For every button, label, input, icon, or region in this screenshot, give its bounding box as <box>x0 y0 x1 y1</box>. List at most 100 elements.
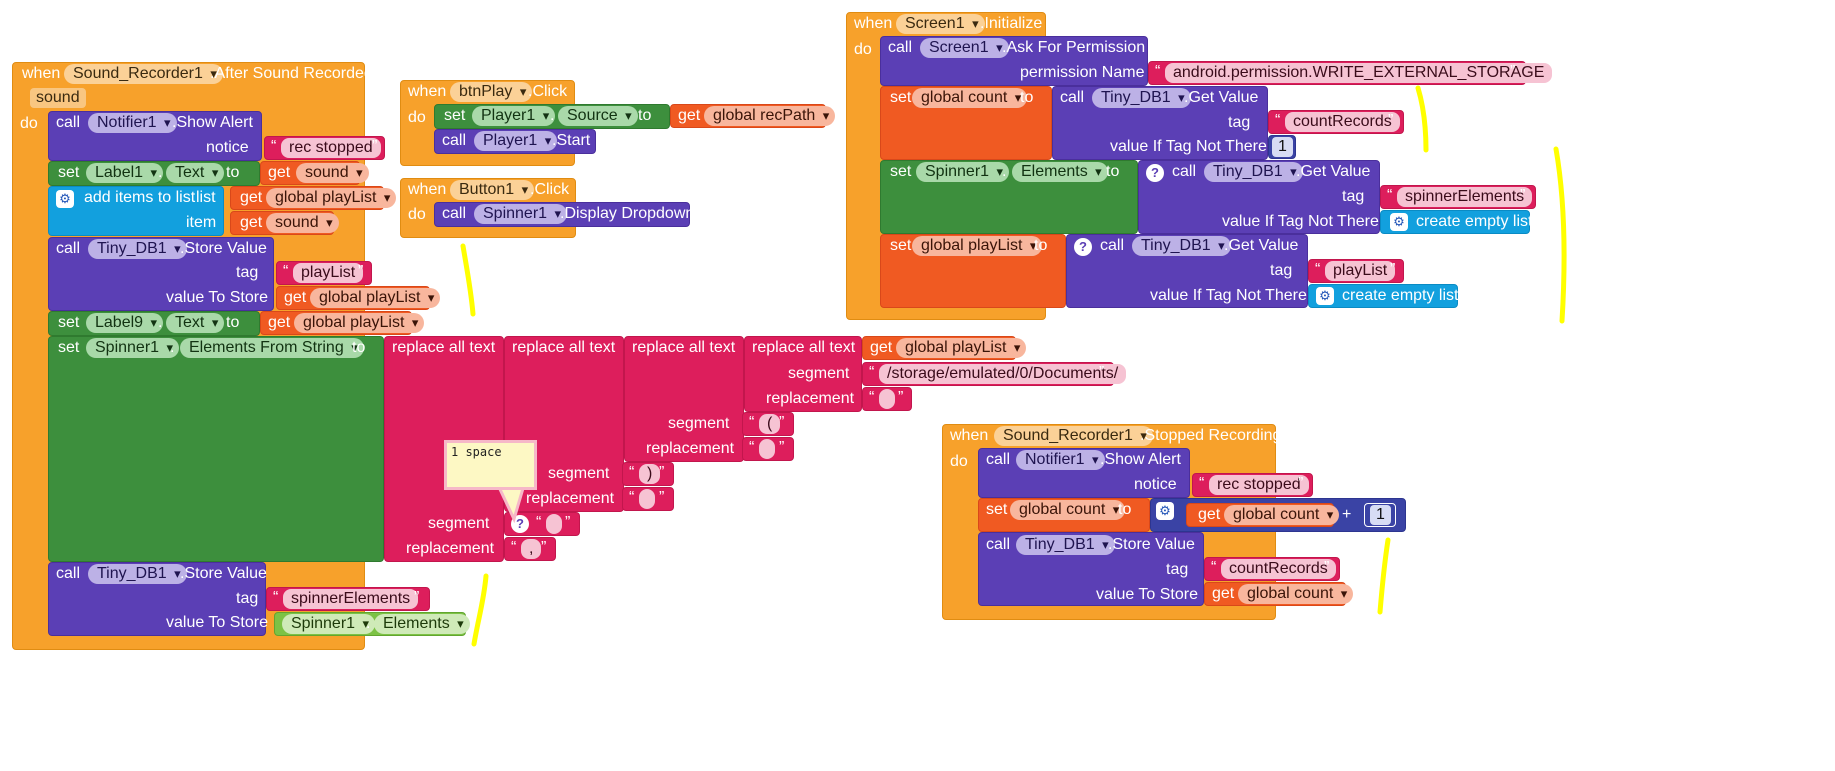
set-keyword: set <box>986 501 1008 518</box>
tinydb-dropdown[interactable]: Tiny_DB1 <box>1092 88 1191 108</box>
text-empty[interactable] <box>546 514 562 534</box>
gear-icon[interactable]: ⚙ <box>56 190 74 208</box>
do-keyword: do <box>854 41 872 58</box>
variable-dropdown[interactable]: global count <box>1238 584 1354 604</box>
text-empty[interactable] <box>759 439 775 459</box>
variable-dropdown[interactable]: global count <box>1224 505 1340 525</box>
comment-question-icon[interactable]: ? <box>1074 238 1092 256</box>
component-dropdown[interactable]: Sound_Recorder1 <box>994 426 1153 446</box>
component-dropdown[interactable]: Sound_Recorder1 <box>64 64 223 84</box>
variable-dropdown[interactable]: global playList <box>266 188 397 208</box>
variable-dropdown[interactable]: global playList <box>912 236 1043 256</box>
set-keyword: set <box>444 107 466 124</box>
component-dropdown[interactable]: Button1 <box>450 180 535 200</box>
number-value[interactable]: 1 <box>1370 505 1391 525</box>
text-value[interactable]: rec stopped <box>281 138 381 158</box>
player-dropdown[interactable]: Player1 <box>474 131 558 151</box>
gear-icon[interactable]: ⚙ <box>1156 502 1174 520</box>
variable-dropdown[interactable]: global count <box>912 88 1028 108</box>
text-value[interactable]: ) <box>639 464 661 484</box>
spinner-dropdown[interactable]: Spinner1 <box>282 614 376 634</box>
text-value[interactable]: countRecords <box>1285 112 1400 132</box>
quote-open: “ <box>869 364 875 381</box>
comment-question-icon[interactable]: ? <box>511 515 529 533</box>
tinydb-dropdown[interactable]: Tiny_DB1 <box>1016 535 1115 555</box>
notifier-dropdown[interactable]: Notifier1 <box>88 113 177 133</box>
variable-dropdown[interactable]: global playList <box>294 313 425 333</box>
method-name: .Get Value <box>1184 89 1259 106</box>
player-dropdown[interactable]: Player1 <box>472 106 556 126</box>
event-name: .Stopped Recording <box>1140 427 1282 444</box>
property-dropdown[interactable]: Elements <box>1012 162 1108 182</box>
do-keyword: do <box>950 453 968 470</box>
property-dropdown[interactable]: Text <box>166 313 225 333</box>
number-value[interactable]: 1 <box>1272 137 1293 157</box>
comment-question-icon[interactable]: ? <box>1146 164 1164 182</box>
tinydb-dropdown[interactable]: Tiny_DB1 <box>88 239 187 259</box>
variable-dropdown[interactable]: sound <box>266 213 339 233</box>
call-tinydb-get-value[interactable] <box>1138 160 1380 234</box>
replace-all-text-3[interactable] <box>624 336 744 462</box>
component-dropdown[interactable]: Screen1 <box>896 14 985 34</box>
comment-bubble[interactable]: 1 space <box>444 440 537 490</box>
tinydb-dropdown[interactable]: Tiny_DB1 <box>1132 236 1231 256</box>
set-keyword: set <box>890 89 912 106</box>
tag-label: tag <box>236 264 259 281</box>
list-label: list <box>196 189 216 206</box>
property-dropdown[interactable]: Source <box>558 106 638 126</box>
gear-icon[interactable]: ⚙ <box>1316 287 1334 305</box>
text-value[interactable]: playList <box>1325 261 1396 281</box>
quote-open: “ <box>283 263 289 280</box>
text-empty[interactable] <box>879 389 895 409</box>
call-keyword: call <box>1060 89 1085 106</box>
text-value[interactable]: android.permission.WRITE_EXTERNAL_STORAG… <box>1165 63 1553 83</box>
text-value[interactable]: playList <box>293 263 364 283</box>
set-spinner-elements-from-string[interactable] <box>48 336 384 562</box>
quote-open: “ <box>1275 112 1281 129</box>
variable-dropdown[interactable]: global playList <box>310 288 441 308</box>
dot: . <box>366 615 371 632</box>
replace-all-text-inner[interactable] <box>744 336 862 412</box>
property-dropdown[interactable]: Elements From String <box>180 338 364 358</box>
screen-dropdown[interactable]: Screen1 <box>920 38 1009 58</box>
text-value[interactable]: spinnerElements <box>283 589 419 609</box>
text-value[interactable]: spinnerElements <box>1397 187 1533 207</box>
gear-icon[interactable]: ⚙ <box>1390 213 1408 231</box>
label1-dropdown[interactable]: Label1 <box>86 163 164 183</box>
tinydb-dropdown[interactable]: Tiny_DB1 <box>88 564 187 584</box>
component-dropdown[interactable]: btnPlay <box>450 82 533 102</box>
call-keyword: call <box>1100 237 1125 254</box>
text-empty[interactable] <box>639 489 655 509</box>
property-dropdown[interactable]: Text <box>166 163 225 183</box>
label9-dropdown[interactable]: Label9 <box>86 313 164 333</box>
text-value[interactable]: rec stopped <box>1209 475 1309 495</box>
spinner-dropdown[interactable]: Spinner1 <box>86 338 180 358</box>
to-keyword: to <box>1034 237 1048 254</box>
add-items-to-list[interactable] <box>48 186 224 236</box>
property-dropdown[interactable]: Elements <box>374 614 470 634</box>
notifier-dropdown[interactable]: Notifier1 <box>1016 450 1105 470</box>
comment-text: 1 space <box>451 445 502 459</box>
spinner-dropdown[interactable]: Spinner1 <box>916 162 1010 182</box>
to-keyword: to <box>1118 501 1132 518</box>
event-name: .Click <box>528 83 568 100</box>
highlight-mark <box>1553 146 1567 324</box>
variable-dropdown[interactable]: global recPath <box>704 106 836 126</box>
call-tinydb-store-value[interactable] <box>48 237 274 311</box>
to-keyword: to <box>352 339 366 356</box>
text-value[interactable]: /storage/emulated/0/Documents/ <box>879 364 1127 384</box>
quote-close: ” <box>659 489 665 506</box>
quote-open: “ <box>1315 261 1321 278</box>
spinner-dropdown[interactable]: Spinner1 <box>474 204 568 224</box>
variable-dropdown[interactable]: global playList <box>896 338 1027 358</box>
variable-dropdown[interactable]: sound <box>296 163 369 183</box>
tinydb-dropdown[interactable]: Tiny_DB1 <box>1204 162 1303 182</box>
text-value[interactable]: , <box>521 539 542 559</box>
dot: . <box>1002 163 1007 180</box>
variable-dropdown[interactable]: global count <box>1010 500 1126 520</box>
text-value[interactable]: ( <box>759 414 781 434</box>
event-parameter-sound[interactable]: sound <box>30 88 86 108</box>
text-value[interactable]: countRecords <box>1221 559 1336 579</box>
to-keyword: to <box>638 107 652 124</box>
event-name: .Click <box>530 181 570 198</box>
